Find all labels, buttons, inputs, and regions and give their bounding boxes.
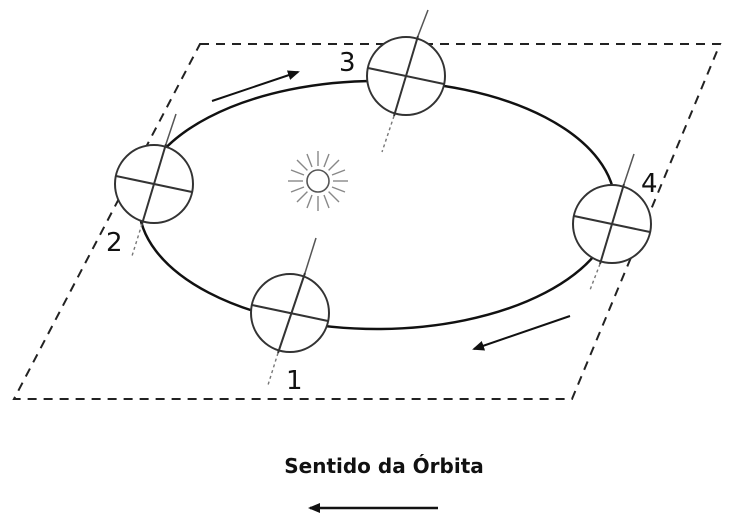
planet-icon — [366, 9, 446, 153]
position-label-1: 1 — [286, 366, 303, 396]
orbit-direction-caption: Sentido da Órbita — [284, 454, 484, 478]
orbit-ellipse — [137, 79, 617, 331]
sun-icon — [288, 151, 348, 211]
orbit-arrow-icon — [472, 315, 571, 351]
position-label-3: 3 — [339, 48, 356, 78]
orbit-arrow-icon — [211, 70, 300, 102]
orbital-plane — [12, 43, 722, 400]
planet-icon — [572, 153, 652, 291]
planet-icon — [114, 113, 194, 257]
position-label-2: 2 — [106, 228, 123, 258]
planet-icon — [250, 237, 330, 386]
position-label-4: 4 — [641, 169, 658, 199]
